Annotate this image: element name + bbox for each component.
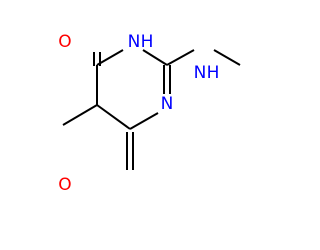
bond-c4-c5	[96, 104, 131, 130]
bond-methyl-c5	[62, 104, 98, 126]
atom-n1-h: H	[141, 32, 154, 52]
bond-c2-nh	[166, 49, 195, 66]
atom-o-top: O	[58, 32, 71, 52]
atom-o-bottom: O	[58, 175, 71, 195]
bond-n1-c2	[142, 49, 168, 66]
atom-n3: N	[161, 94, 174, 114]
atom-nh-exo: N	[194, 63, 207, 83]
bond-n3-c4	[129, 112, 159, 130]
bond-c6-n1	[96, 49, 124, 66]
bond-nh-methyl	[213, 49, 241, 66]
structure-diagram: O N H N H N O	[58, 32, 241, 195]
atom-n1: N	[128, 32, 141, 52]
atom-nh-exo-h: H	[207, 63, 220, 83]
molecule-canvas: O N H N H N O	[58, 32, 241, 195]
